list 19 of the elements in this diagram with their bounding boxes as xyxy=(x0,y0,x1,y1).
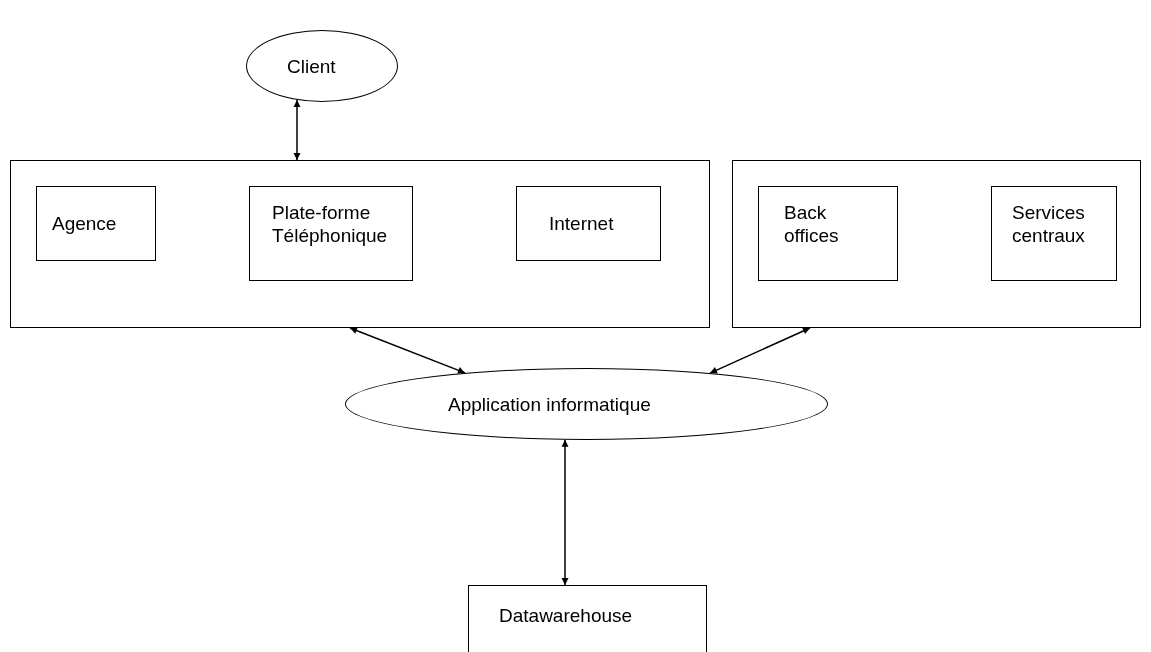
group-box xyxy=(10,160,710,328)
node-label: Internet xyxy=(549,212,615,235)
node-label: Application informatique xyxy=(448,393,652,416)
arrow xyxy=(709,327,811,374)
process-box xyxy=(468,585,707,652)
arrow xyxy=(349,327,466,374)
process-box xyxy=(249,186,413,281)
node-label: Services centraux xyxy=(1012,201,1086,247)
node-label: Client xyxy=(287,55,337,78)
process-box xyxy=(516,186,661,261)
process-box xyxy=(36,186,156,261)
node-label: Datawarehouse xyxy=(499,604,634,627)
arrow xyxy=(561,439,569,586)
group-box xyxy=(732,160,1141,328)
process-box xyxy=(991,186,1117,281)
node-label: Agence xyxy=(52,212,118,235)
process-box xyxy=(758,186,898,281)
node-label: Back offices xyxy=(784,201,840,247)
node-label: Plate-forme Téléphonique xyxy=(272,201,389,247)
